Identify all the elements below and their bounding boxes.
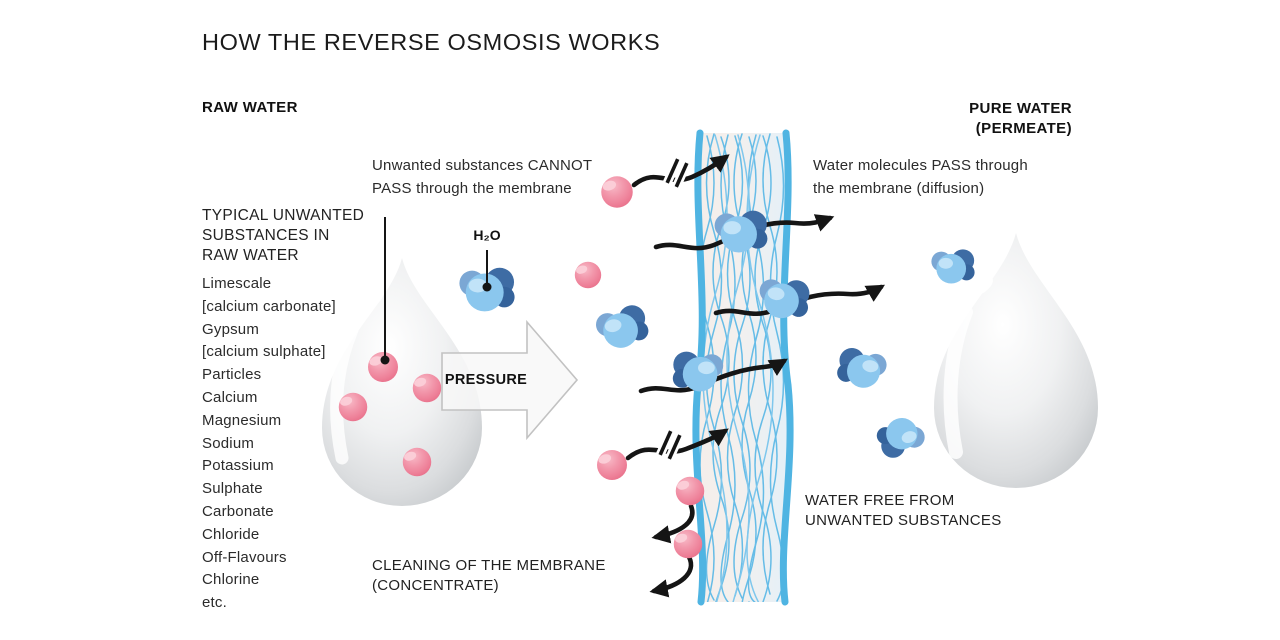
- substances-pointer-dot: [380, 355, 390, 365]
- unwanted-particle: [412, 373, 442, 403]
- h2o-pointer-dot: [482, 282, 492, 292]
- unwanted-particle: [673, 529, 703, 559]
- unwanted-particle: [675, 476, 705, 506]
- water-molecule: [931, 249, 975, 284]
- unwanted-particle: [574, 261, 602, 289]
- water-molecule: [593, 302, 651, 353]
- substances-heading: TYPICAL UNWANTED SUBSTANCES IN RAW WATER: [202, 207, 365, 264]
- unwanted-particle: [601, 176, 633, 208]
- pressure-label: PRESSURE: [444, 372, 528, 388]
- unwanted-particle: [338, 392, 368, 422]
- blocked-symbol-top: [663, 157, 691, 189]
- page-title: HOW THE REVERSE OSMOSIS WORKS: [202, 29, 661, 55]
- water-free-note: WATER FREE FROM UNWANTED SUBSTANCES: [805, 492, 1002, 529]
- pass-through-note: Water molecules PASS through the membran…: [813, 157, 1028, 197]
- blocked-symbol-bottom: [656, 429, 684, 461]
- blocked-arrow-top: [631, 154, 730, 188]
- pure-water-label: PURE WATER (PERMEATE): [969, 100, 1072, 137]
- water-molecule: [835, 346, 889, 391]
- water-molecule: [873, 411, 929, 462]
- pressure-arrow: [441, 319, 579, 441]
- pure-water-droplet: [934, 233, 1098, 488]
- cleaning-note: CLEANING OF THE MEMBRANE (CONCENTRATE): [372, 557, 606, 594]
- membrane-right-border: [779, 129, 794, 606]
- raw-water-label: RAW WATER: [202, 99, 298, 116]
- unwanted-particle: [597, 450, 627, 480]
- pass-arrow-3: [638, 358, 788, 394]
- pointer-lines: [380, 217, 492, 365]
- blocked-arrow-bottom: [625, 428, 729, 461]
- cannot-pass-note: Unwanted substances CANNOT PASS through …: [372, 157, 593, 197]
- cleaning-arrow-2: [649, 554, 694, 598]
- cleaning-arrow-1: [651, 503, 695, 544]
- raw-water-droplet: [322, 258, 482, 506]
- h2o-label: H₂O: [473, 227, 501, 243]
- substances-list: Limescale [calcium carbonate] Gypsum [ca…: [202, 275, 336, 612]
- unwanted-particle: [402, 447, 432, 477]
